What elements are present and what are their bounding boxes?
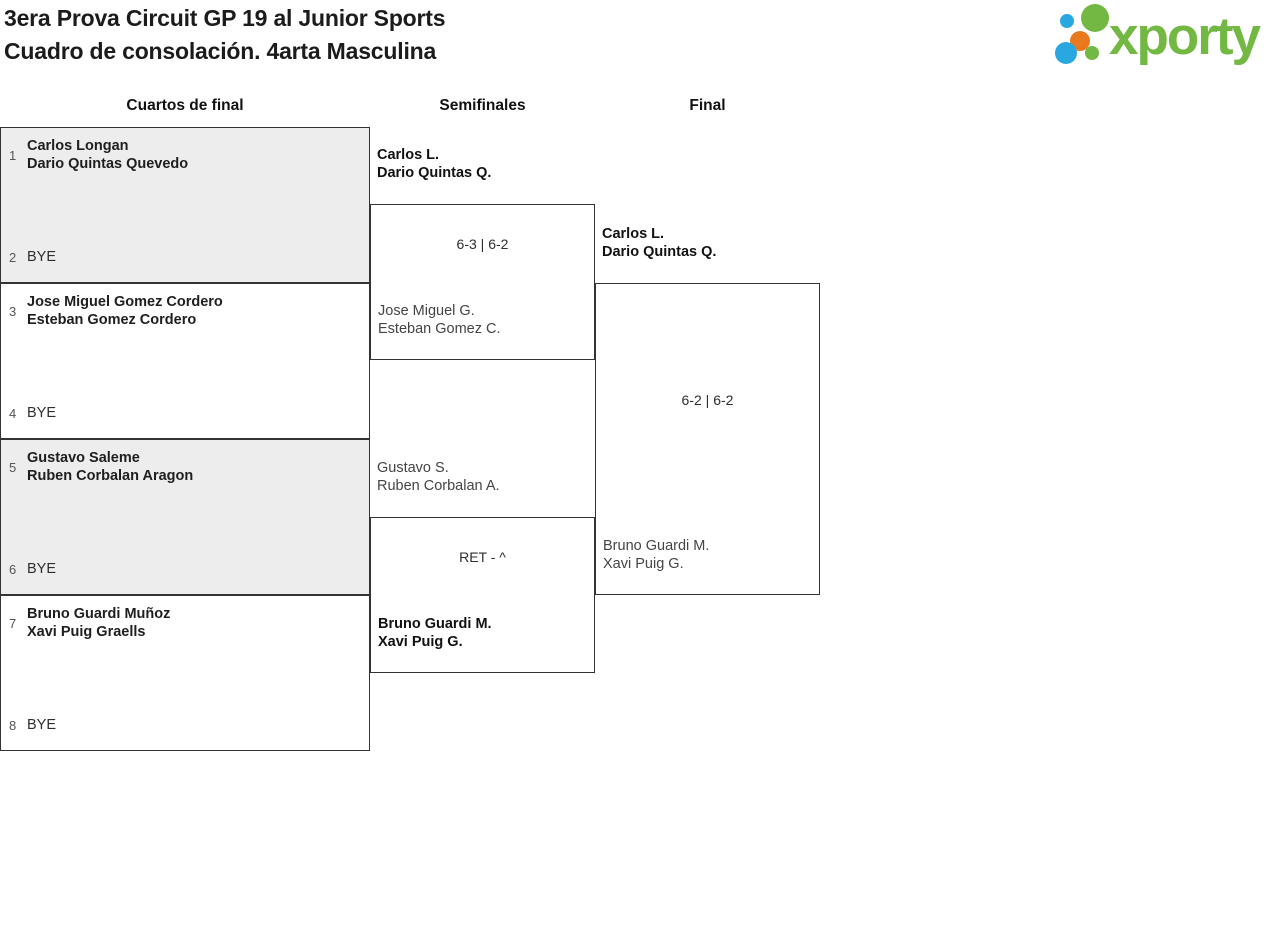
seed-number: 5 [9, 459, 17, 475]
qf1-bye-slot: 2 BYE [9, 249, 56, 265]
seed-number: 1 [9, 147, 17, 163]
final-top-team: Carlos L. Dario Quintas Q. [602, 225, 716, 261]
player-name: Esteban Gomez Cordero [27, 312, 197, 328]
qf2-team-slot: 3 Jose Miguel Gomez Cordero Esteban Gome… [9, 293, 223, 329]
player-name: Xavi Puig G. [603, 556, 684, 572]
qf4-team-slot: 7 Bruno Guardi Muñoz Xavi Puig Graells [9, 605, 170, 641]
qf4-bye-slot: 8 BYE [9, 717, 56, 733]
player-name: Dario Quintas Q. [377, 165, 492, 181]
final-match-box: 6-2 | 6-2 Bruno Guardi M. Xavi Puig G. [595, 283, 820, 595]
qf3-bye-slot: 6 BYE [9, 561, 56, 577]
seed-number: 2 [9, 249, 17, 265]
seed-number: 8 [9, 717, 17, 733]
sf1-top-team: Carlos L. Dario Quintas Q. [377, 146, 491, 182]
player-name: Jose Miguel Gomez Cordero [27, 294, 223, 310]
logo-dot-green-small [1085, 46, 1099, 60]
sf2-top-team: Gustavo S. Ruben Corbalan A. [377, 459, 500, 495]
player-name: Dario Quintas Quevedo [27, 156, 189, 172]
bye-label: BYE [27, 249, 57, 265]
sf1-bottom-team: Jose Miguel G. Esteban Gomez C. [378, 302, 501, 338]
bye-label: BYE [27, 561, 57, 577]
logo-dot-blue-large [1055, 42, 1077, 64]
seed-number: 7 [9, 615, 17, 631]
player-name: Jose Miguel G. [378, 303, 475, 319]
logo-wordmark: xporty [1109, 7, 1262, 66]
player-name: Ruben Corbalan Aragon [27, 468, 194, 484]
player-name: Ruben Corbalan A. [377, 478, 500, 494]
sf1-match-box: 6-3 | 6-2 Jose Miguel G. Esteban Gomez C… [370, 204, 595, 360]
sf2-score: RET - ^ [459, 549, 506, 565]
qf1-team-slot: 1 Carlos Longan Dario Quintas Quevedo [9, 137, 188, 173]
player-name: Xavi Puig Graells [27, 624, 146, 640]
sf2-match-box: RET - ^ Bruno Guardi M. Xavi Puig G. [370, 517, 595, 673]
player-name: Esteban Gomez C. [378, 321, 501, 337]
player-name: Xavi Puig G. [378, 634, 463, 650]
seed-number: 3 [9, 303, 17, 319]
round-header-semifinals: Semifinales [439, 97, 526, 114]
final-bottom-team: Bruno Guardi M. Xavi Puig G. [603, 537, 709, 573]
qf2-bye-slot: 4 BYE [9, 405, 56, 421]
final-score: 6-2 | 6-2 [681, 392, 734, 408]
bye-label: BYE [27, 405, 57, 421]
logo-dot-orange [1070, 31, 1090, 51]
qf-match-1: 1 Carlos Longan Dario Quintas Quevedo 2 … [0, 127, 370, 283]
xporty-logo[interactable]: xporty [1045, 0, 1277, 70]
page-title-line1: 3era Prova Circuit GP 19 al Junior Sport… [4, 5, 446, 31]
player-name: Carlos Longan [27, 138, 129, 154]
qf-match-3: 5 Gustavo Saleme Ruben Corbalan Aragon 6… [0, 439, 370, 595]
player-name: Gustavo Saleme [27, 450, 140, 466]
player-name: Carlos L. [602, 226, 665, 242]
player-name: Carlos L. [377, 147, 440, 163]
logo-dot-green-large [1081, 4, 1109, 32]
round-header-final: Final [689, 97, 726, 114]
seed-number: 4 [9, 405, 17, 421]
player-name: Dario Quintas Q. [602, 244, 717, 260]
page-title: 3era Prova Circuit GP 19 al Junior Sport… [4, 2, 446, 68]
qf3-team-slot: 5 Gustavo Saleme Ruben Corbalan Aragon [9, 449, 193, 485]
player-name: Bruno Guardi M. [603, 538, 710, 554]
player-name: Bruno Guardi Muñoz [27, 606, 171, 622]
logo-dot-blue-small [1060, 14, 1074, 28]
page-title-line2: Cuadro de consolación. 4arta Masculina [4, 38, 437, 64]
round-header-quarterfinals: Cuartos de final [126, 97, 244, 114]
qf-match-4: 7 Bruno Guardi Muñoz Xavi Puig Graells 8… [0, 595, 370, 751]
sf1-score: 6-3 | 6-2 [456, 236, 509, 252]
player-name: Bruno Guardi M. [378, 616, 492, 632]
qf-match-2: 3 Jose Miguel Gomez Cordero Esteban Gome… [0, 283, 370, 439]
bye-label: BYE [27, 717, 57, 733]
player-name: Gustavo S. [377, 460, 449, 476]
seed-number: 6 [9, 561, 17, 577]
sf2-bottom-team: Bruno Guardi M. Xavi Puig G. [378, 615, 492, 651]
